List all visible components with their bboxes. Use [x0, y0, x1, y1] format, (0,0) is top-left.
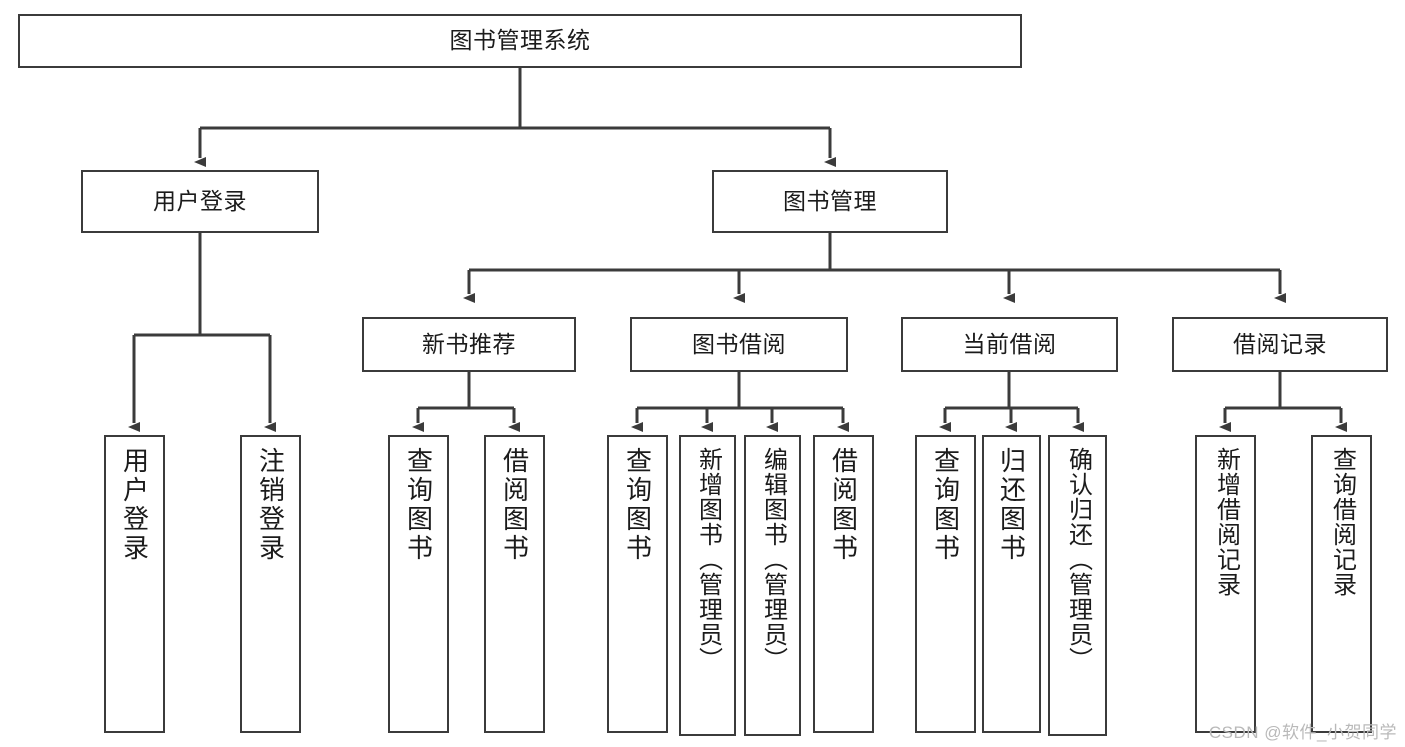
leaf-return-book-label: 归还图书 — [996, 447, 1027, 563]
leaf-borrow-book-1[interactable]: 借阅图书 — [484, 435, 545, 733]
node-book-borrow[interactable]: 图书借阅 — [630, 317, 848, 372]
node-user-login-label: 用户登录 — [153, 187, 247, 214]
leaf-edit-book-label: 编辑图书（管理员） — [759, 447, 787, 672]
node-new-book-recommend-label: 新书推荐 — [422, 330, 516, 357]
leaf-borrow-book-2[interactable]: 借阅图书 — [813, 435, 874, 733]
node-current-borrow-label: 当前借阅 — [962, 330, 1057, 357]
node-new-book-recommend[interactable]: 新书推荐 — [362, 317, 576, 372]
watermark: CSDN @软件_小贺同学 — [1208, 723, 1397, 742]
node-book-manage-label: 图书管理 — [783, 187, 877, 214]
leaf-confirm-return-label: 确认归还（管理员） — [1064, 447, 1092, 672]
node-borrow-record-label: 借阅记录 — [1233, 330, 1327, 357]
leaf-user-login[interactable]: 用户登录 — [104, 435, 165, 733]
leaf-query-book-1-label: 查询图书 — [403, 447, 434, 563]
node-user-login[interactable]: 用户登录 — [81, 170, 319, 233]
leaf-borrow-book-2-label: 借阅图书 — [828, 447, 859, 563]
leaf-query-book-2[interactable]: 查询图书 — [607, 435, 668, 733]
leaf-edit-book[interactable]: 编辑图书（管理员） — [744, 435, 801, 736]
leaf-query-book-1[interactable]: 查询图书 — [388, 435, 449, 733]
leaf-return-book[interactable]: 归还图书 — [982, 435, 1041, 733]
leaf-confirm-return[interactable]: 确认归还（管理员） — [1048, 435, 1107, 736]
leaf-add-record[interactable]: 新增借阅记录 — [1195, 435, 1256, 733]
leaf-add-book-label: 新增图书（管理员） — [694, 447, 722, 672]
leaf-add-record-label: 新增借阅记录 — [1212, 447, 1240, 597]
node-root-label: 图书管理系统 — [449, 27, 591, 54]
leaf-query-record[interactable]: 查询借阅记录 — [1311, 435, 1372, 733]
node-current-borrow[interactable]: 当前借阅 — [901, 317, 1118, 372]
leaf-query-book-3-label: 查询图书 — [930, 447, 961, 563]
leaf-query-book-3[interactable]: 查询图书 — [915, 435, 976, 733]
leaf-logout-login[interactable]: 注销登录 — [240, 435, 301, 733]
node-book-manage[interactable]: 图书管理 — [712, 170, 948, 233]
leaf-user-login-label: 用户登录 — [119, 447, 150, 563]
leaf-logout-login-label: 注销登录 — [255, 447, 286, 563]
leaf-query-book-2-label: 查询图书 — [622, 447, 653, 563]
leaf-add-book[interactable]: 新增图书（管理员） — [679, 435, 736, 736]
leaf-borrow-book-1-label: 借阅图书 — [499, 447, 530, 563]
node-borrow-record[interactable]: 借阅记录 — [1172, 317, 1388, 372]
node-root[interactable]: 图书管理系统 — [18, 14, 1022, 68]
leaf-query-record-label: 查询借阅记录 — [1328, 447, 1356, 597]
node-book-borrow-label: 图书借阅 — [692, 330, 786, 357]
